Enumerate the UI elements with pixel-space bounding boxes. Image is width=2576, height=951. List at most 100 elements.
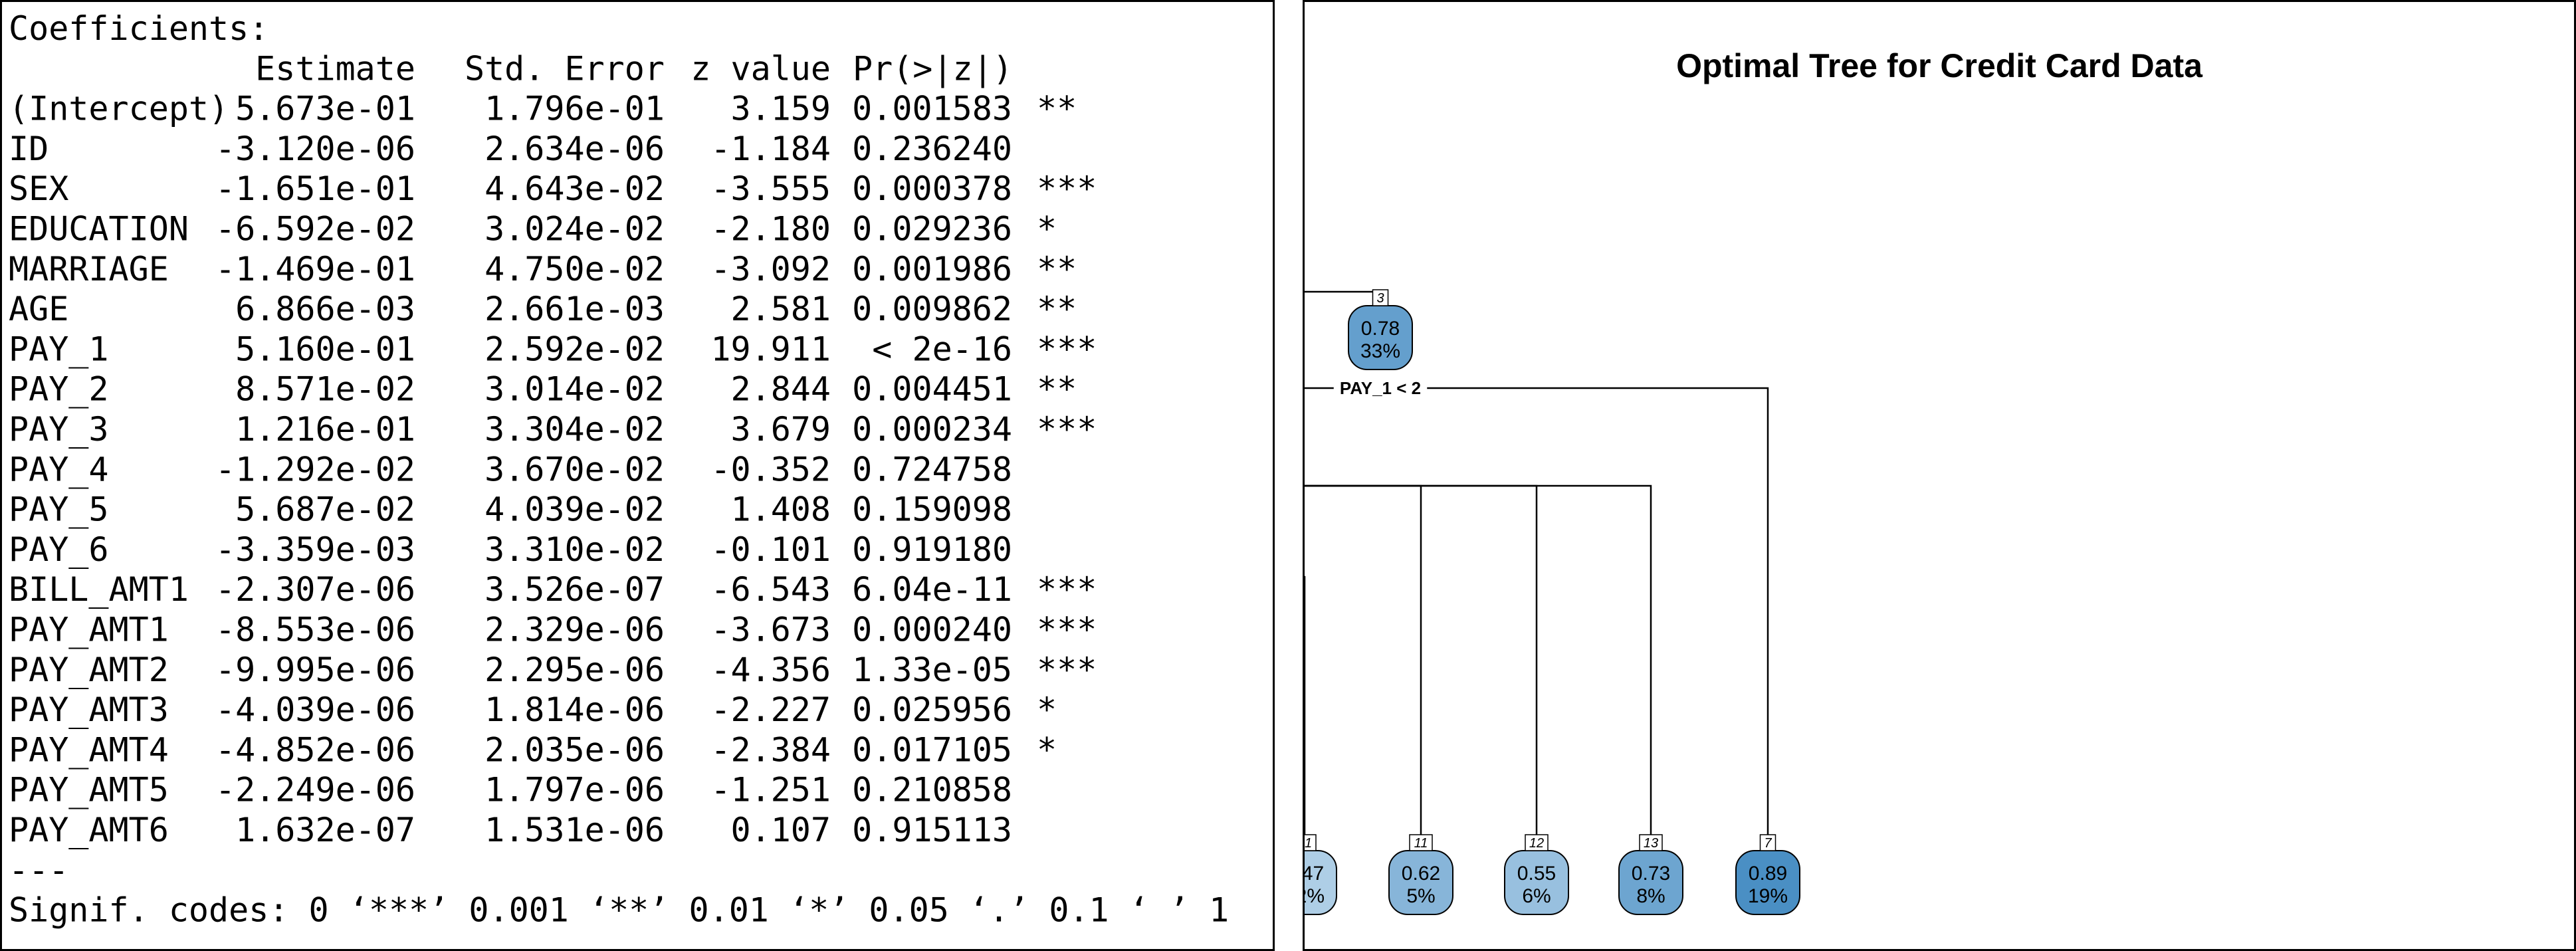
std-error-value: 2.634e-06 (484, 130, 665, 168)
p-value: 0.000234 (852, 410, 1012, 449)
estimate-value: -9.995e-06 (215, 651, 415, 689)
estimate-value: 8.571e-02 (235, 370, 415, 409)
node-value: 0.78 (1361, 318, 1400, 340)
p-value: < 2e-16 (872, 330, 1012, 368)
z-value: 2.844 (730, 370, 831, 409)
significance-stars: *** (1037, 410, 1097, 449)
std-error-value: 1.814e-06 (484, 690, 665, 729)
term-name: PAY_AMT1 (9, 611, 169, 649)
term-name: MARRIAGE (9, 250, 169, 288)
std-error-value: 3.304e-02 (484, 410, 665, 449)
term-name: PAY_AMT4 (9, 730, 169, 769)
node-share: 6% (1522, 885, 1551, 907)
node-number: 3 (1376, 291, 1384, 306)
tree-title: Optimal Tree for Credit Card Data (1676, 47, 2203, 84)
p-value: 0.025956 (852, 690, 1012, 729)
estimate-value: 6.866e-03 (235, 290, 415, 328)
node-value: 0.47 (1305, 863, 1324, 885)
estimate-value: -2.249e-06 (215, 771, 415, 809)
std-error-value: 2.661e-03 (484, 290, 665, 328)
estimate-value: 5.687e-02 (235, 490, 415, 529)
term-name: BILL_AMT1 (9, 570, 189, 609)
node-value: 0.55 (1517, 863, 1556, 885)
z-value: -2.384 (710, 730, 831, 769)
node-number-box (1639, 834, 1663, 851)
node-share: 33% (1360, 340, 1400, 362)
z-value: 19.911 (710, 330, 831, 368)
term-name: PAY_AMT6 (9, 811, 169, 849)
node-share: 12% (1305, 885, 1325, 907)
node-number-box (1305, 834, 1317, 851)
significance-stars: *** (1037, 330, 1097, 368)
column-header-p-value: Pr(>|z|) (853, 49, 1013, 88)
term-name: PAY_2 (9, 370, 109, 409)
estimate-value: -3.359e-03 (215, 530, 415, 569)
z-value: 2.581 (730, 290, 831, 328)
term-name: AGE (9, 290, 68, 328)
estimate-value: 1.632e-07 (235, 811, 415, 849)
std-error-value: 3.024e-02 (484, 210, 665, 249)
term-name: PAY_3 (9, 410, 109, 449)
estimate-value: -8.553e-06 (215, 611, 415, 649)
std-error-value: 2.295e-06 (484, 651, 665, 689)
z-value: -2.227 (710, 690, 831, 729)
p-value: 1.33e-05 (852, 651, 1012, 689)
z-value: -4.356 (710, 651, 831, 689)
estimate-value: -4.039e-06 (215, 690, 415, 729)
std-error-value: 3.670e-02 (484, 450, 665, 488)
estimate-value: -6.592e-02 (215, 210, 415, 249)
tree-node: 0.556%12 (1504, 834, 1569, 915)
coefficients-heading: Coefficients: (9, 9, 268, 48)
significance-stars: ** (1037, 250, 1077, 288)
term-name: SEX (9, 169, 68, 208)
estimate-value: -1.292e-02 (215, 450, 415, 488)
node-number-box (1759, 834, 1776, 851)
significance-stars: ** (1037, 290, 1077, 328)
significance-stars: *** (1037, 169, 1097, 208)
split-rule: PAY_1 < 2 (1340, 378, 1421, 398)
node-value: 0.73 (1632, 863, 1670, 885)
column-header-std-error: Std. Error (465, 49, 665, 88)
term-name: PAY_4 (9, 450, 109, 488)
term-name: PAY_AMT2 (9, 651, 169, 689)
node-value: 0.62 (1402, 863, 1440, 885)
branch-left (1305, 387, 1380, 389)
tree-panel: Optimal Tree for Credit Card Data PAY_1 … (1303, 0, 2576, 951)
estimate-value: -2.307e-06 (215, 570, 415, 609)
significance-stars: * (1037, 730, 1057, 769)
term-name: ID (9, 130, 49, 168)
std-error-value: 1.796e-01 (484, 90, 665, 128)
z-value: -0.352 (710, 450, 831, 488)
significance-stars: * (1037, 690, 1057, 729)
p-value: 0.919180 (852, 530, 1012, 569)
split-labels: PAY_1 < 1yesnoPAY_AMT2 >= 2628PAY_1 < 2P… (1333, 378, 1428, 398)
p-value: 0.001583 (852, 90, 1012, 128)
column-header-estimate: Estimate (255, 49, 415, 88)
std-error-value: 2.329e-06 (484, 611, 665, 649)
node-number: 21 (1305, 836, 1312, 851)
significance-stars: ** (1037, 90, 1077, 128)
column-header-z-value: z value (691, 49, 831, 88)
tree-nodes: 0.5100%10.3667%20.7833%30.2830%40.4337%5… (1305, 289, 1800, 915)
estimate-value: -1.469e-01 (215, 250, 415, 288)
node-number-box (1525, 834, 1549, 851)
p-value: 0.004451 (852, 370, 1012, 409)
z-value: -3.673 (710, 611, 831, 649)
z-value: 3.679 (730, 410, 831, 449)
p-value: 0.159098 (852, 490, 1012, 529)
separator-line: --- (9, 851, 68, 889)
estimate-value: 1.216e-01 (235, 410, 415, 449)
node-number: 11 (1414, 836, 1428, 851)
